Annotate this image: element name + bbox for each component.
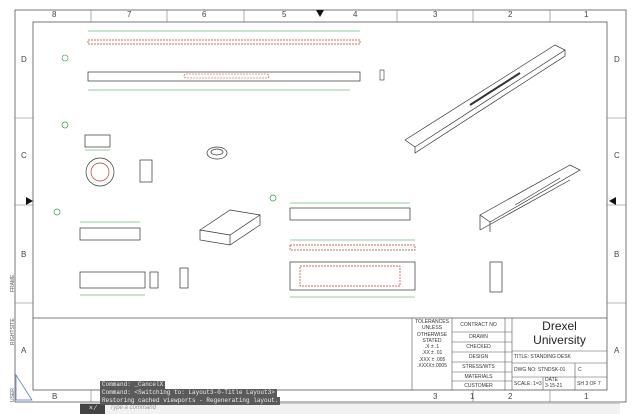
tol-line: TOLERANCES [415,319,449,325]
command-history-line: Command: _CancelX [100,381,166,389]
zone-dividers [15,10,626,402]
frame-isometric [479,164,581,232]
zone-col: 8 [52,10,57,19]
tol-line: UNLESS [421,325,442,332]
rail-front-view [61,54,385,91]
zone-col: 6 [202,10,207,19]
grommet-views [61,121,228,187]
date-value: 3-15-21 [545,382,563,389]
zone-col: 7 [127,10,132,19]
tol-line: .X ± .1 [424,344,440,351]
center-arrow-left [26,197,33,205]
scale: SCALE: 1=3 [514,381,542,387]
field-contract: CONTRACT NO [460,322,497,328]
size: C [578,367,582,373]
date-label: DATE [545,377,558,383]
command-line[interactable]: × ⁄ Type a command [80,403,620,414]
command-history-line: Restoring cached viewports - Regeneratin… [100,397,281,405]
tol-line: OTHERWISE [416,331,448,338]
command-history-line: Command: <Switching to: Layout3-0-Title … [100,389,277,397]
zone-col: 5 [282,10,287,19]
zone-col: 4 [353,10,358,19]
zone-col: 2 [508,10,513,19]
dwg-no: DWG NO: STNDSK-01 [514,367,566,373]
date-cell: DATE 3-15-21 [545,377,563,389]
zone-row: A [614,346,620,355]
command-input[interactable]: Type a command [110,405,156,411]
zone-col: 3 [433,10,438,19]
zone-bottom: 1 [584,392,589,401]
layout-tab-rightsite[interactable]: RIGHTSITE [10,318,16,345]
zone-row: C [21,151,27,160]
rail-top-view [87,30,361,45]
field-stress: STRESS/WTS [462,364,495,370]
box-parts [53,208,261,289]
field-drawn: DRAWN [469,334,488,340]
org-line2: University [533,333,586,347]
tol-line: STATED [422,337,442,344]
zone-bottom: B [52,392,58,401]
layout-tab-user[interactable]: USER [10,388,16,402]
sheet-number: SH 3 OF 7 [577,381,601,387]
frame-assembly [269,194,503,293]
zone-bottom: 3 [433,392,438,401]
org-line1: Drexel [542,319,577,333]
org-name: Drexel University [512,319,607,347]
tol-line: .XXX ± .005 [418,356,446,363]
dimension-lines [80,149,415,298]
title-block-grid [411,318,607,390]
center-arrow-right [609,197,616,205]
drawing-title: TITLE: STANDING DESK [514,354,571,360]
zone-bottom: 2 [508,392,513,401]
layout-tab-frame[interactable]: FRAME [10,274,16,293]
zone-row: B [21,250,27,259]
zone-row: D [614,55,620,64]
zone-row: A [21,346,27,355]
center-arrow-top [316,10,324,17]
zone-row: D [21,55,27,64]
tol-line: .XXXX±.0005 [417,363,447,370]
command-line-buttons[interactable]: × ⁄ [80,404,105,414]
zone-col: 1 [584,10,589,19]
ucs-icon [15,373,33,401]
tol-line: .XX ± .01 [421,350,443,357]
field-design: DESIGN [468,354,489,360]
tolerances-block: TOLERANCES UNLESS OTHERWISE STATED .X ± … [412,319,452,369]
zone-bottom: 1 [470,392,475,401]
zone-row: B [614,250,620,259]
rail-isometric [404,44,566,154]
field-customer: CUSTOMER [464,383,493,389]
field-materials: MATERIALS [464,374,493,380]
zone-row: C [614,151,620,160]
field-checked: CHECKED [466,344,491,350]
